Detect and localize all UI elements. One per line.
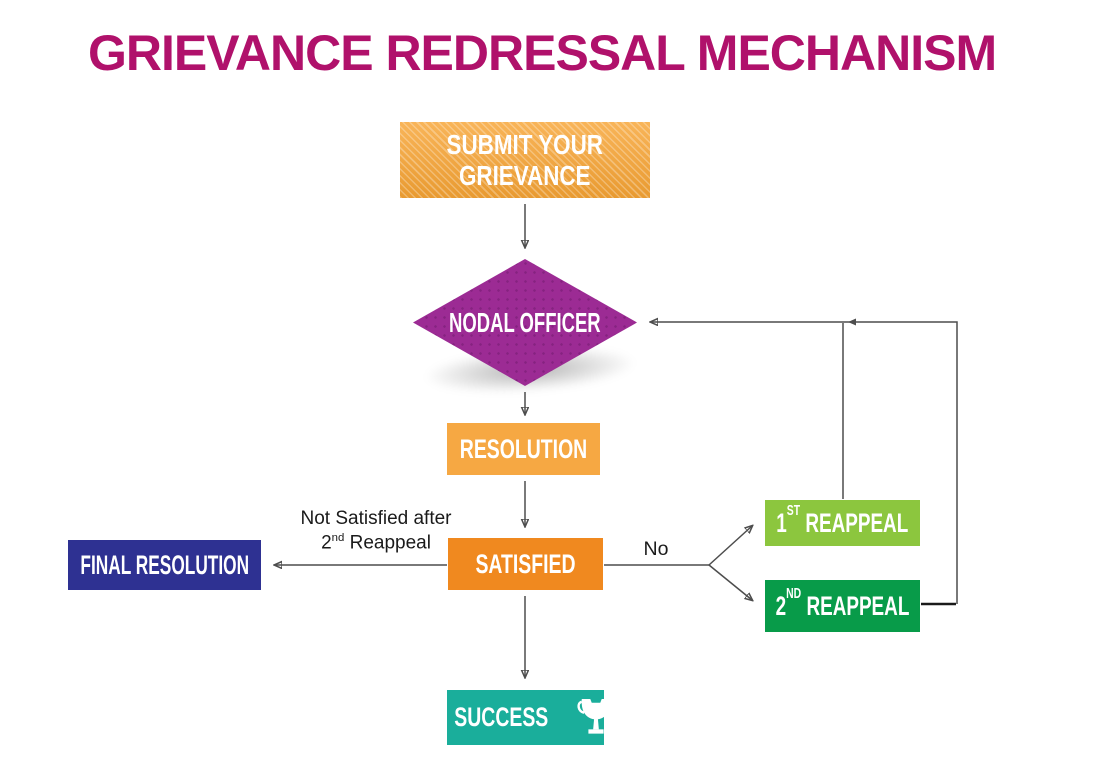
node-satisfied: SATISFIED [448, 538, 603, 590]
node-resolution: RESOLUTION [447, 423, 600, 475]
nodal-officer-label: NODAL OFFICER [449, 306, 601, 338]
loop-mid-arrowhead [848, 318, 856, 326]
final-resolution-label: FINAL RESOLUTION [80, 549, 249, 580]
not-satisfied-edge-label: Not Satisfied after 2nd Reappeal [300, 508, 452, 554]
node-second-reappeal: 2ND REAPPEAL [765, 580, 920, 632]
resolution-label: RESOLUTION [459, 433, 588, 464]
page-title: GRIEVANCE REDRESSAL MECHANISM [88, 25, 997, 81]
connector-loop-to-nodal-officer [651, 322, 958, 604]
node-first-reappeal: 1ST REAPPEAL [765, 500, 920, 546]
node-final-resolution: FINAL RESOLUTION [68, 540, 261, 590]
no-edge-label: No [643, 538, 669, 560]
node-success: SUCCESS [447, 690, 615, 745]
success-label: SUCCESS [454, 702, 549, 732]
connector-fork-to-first-reappeal [708, 526, 752, 566]
second-reappeal-label: 2ND REAPPEAL [775, 585, 910, 621]
satisfied-label: SATISFIED [475, 548, 576, 579]
trophy-icon [577, 698, 615, 734]
connector-fork-to-second-reappeal [708, 564, 752, 600]
first-reappeal-label: 1ST REAPPEAL [776, 502, 909, 538]
